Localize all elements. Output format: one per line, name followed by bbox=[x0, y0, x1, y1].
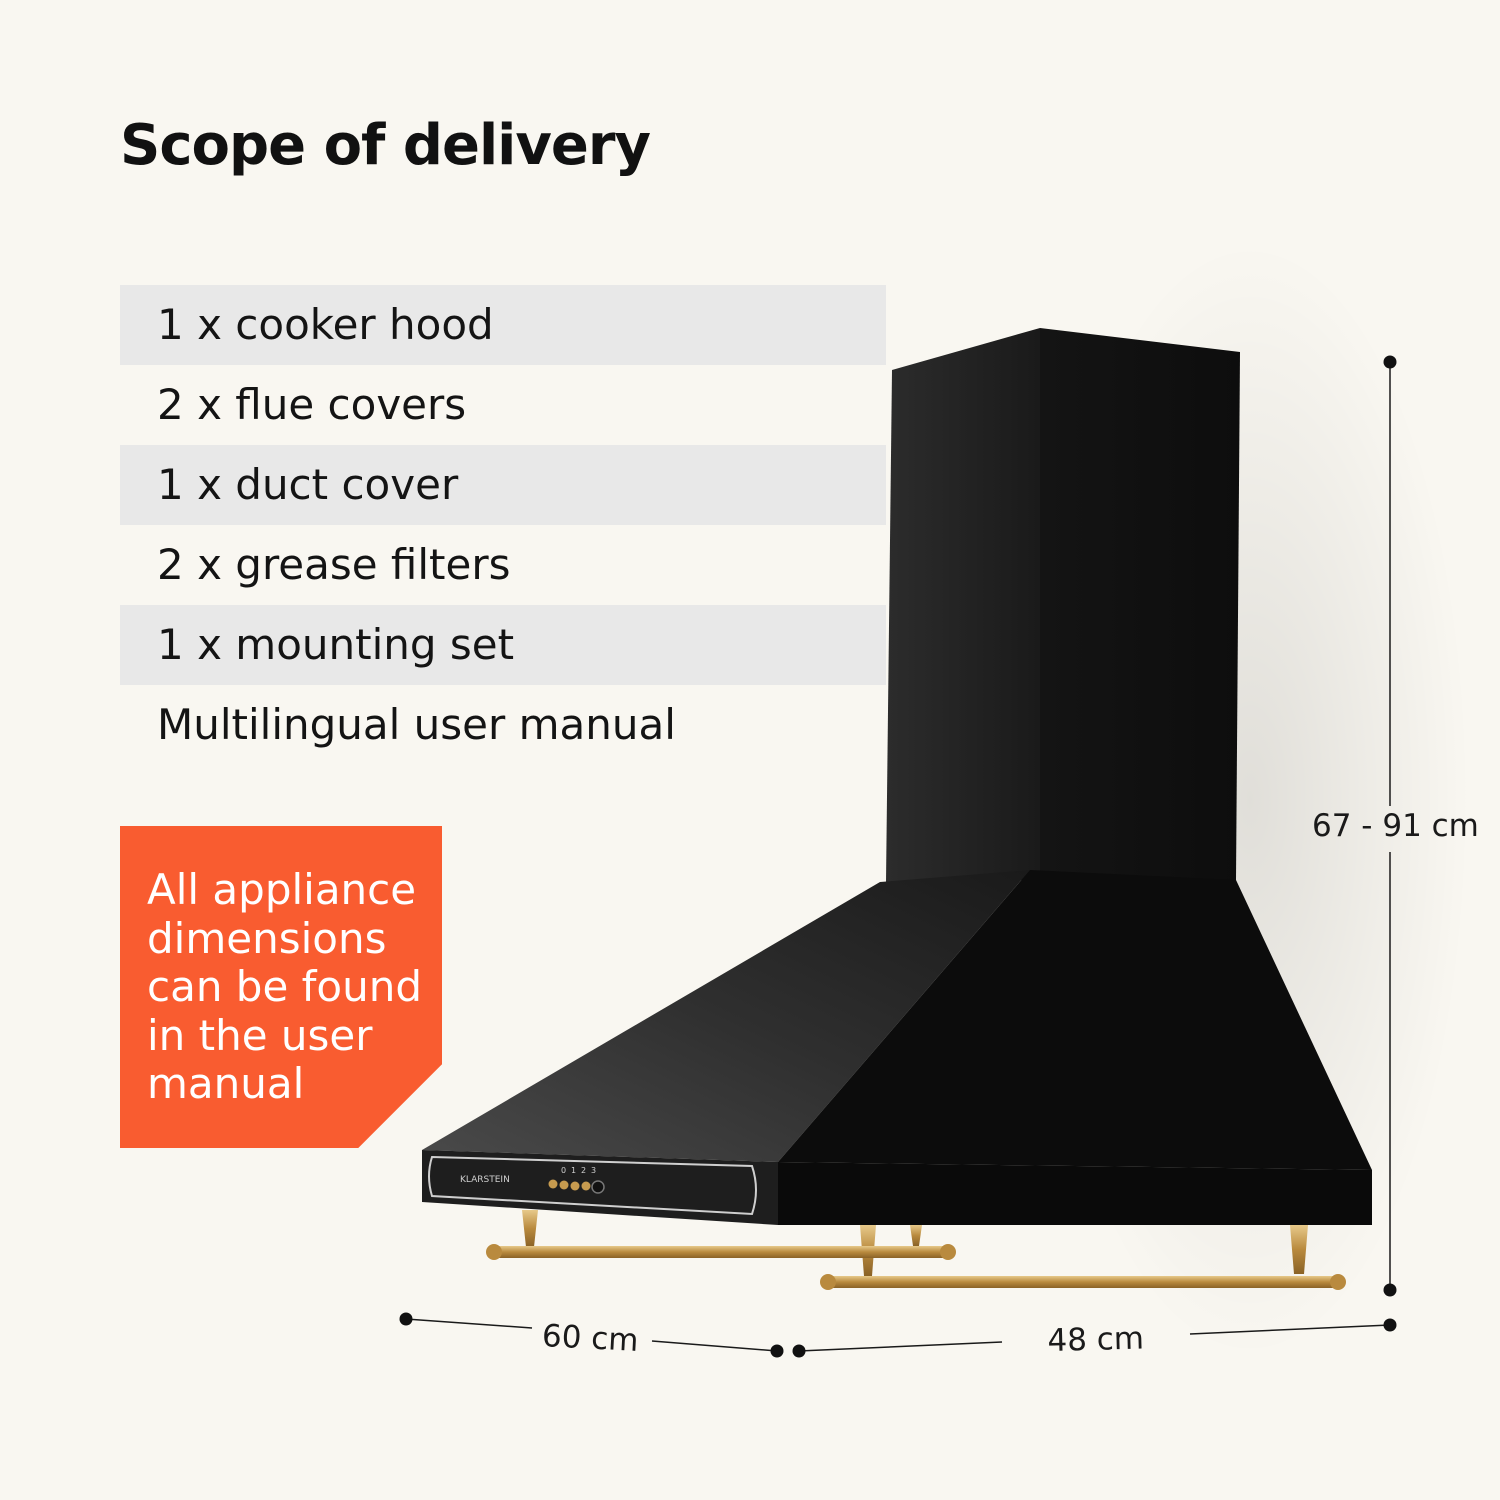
panel-label: 0 bbox=[561, 1166, 566, 1175]
knob-icon bbox=[559, 1180, 569, 1190]
width-dimension-label: 60 cm bbox=[541, 1318, 640, 1360]
dimension-dot bbox=[770, 1344, 784, 1358]
brand-logo: KLARSTEIN bbox=[460, 1175, 510, 1185]
depth-dimension-label: 48 cm bbox=[1047, 1320, 1145, 1359]
canopy-front-slope bbox=[778, 870, 1372, 1170]
panel-label: 3 bbox=[591, 1166, 596, 1175]
rail-front bbox=[826, 1276, 1338, 1288]
chimney bbox=[886, 328, 1240, 882]
delivery-list: 1 x cooker hood 2 x flue covers 1 x duct… bbox=[120, 285, 886, 765]
control-knobs bbox=[548, 1179, 605, 1194]
list-item: Multilingual user manual bbox=[157, 700, 676, 749]
panel-label: 1 bbox=[571, 1166, 576, 1175]
dimension-dot bbox=[792, 1344, 806, 1358]
brass-rails bbox=[486, 1210, 1346, 1290]
width-line-left bbox=[405, 1318, 533, 1329]
dimension-dot bbox=[1383, 1318, 1397, 1332]
list-item: 1 x mounting set bbox=[120, 605, 886, 685]
page-title: Scope of delivery bbox=[120, 113, 651, 178]
list-item: 2 x grease filters bbox=[157, 540, 511, 589]
panel-trim bbox=[428, 1155, 757, 1216]
panel-labels: 0 1 2 3 bbox=[561, 1166, 596, 1175]
chimney-front-face bbox=[886, 328, 1040, 882]
width-line-right bbox=[651, 1340, 778, 1352]
dimension-dot bbox=[1383, 355, 1397, 369]
chimney-side-face bbox=[1040, 328, 1240, 880]
knob-icon bbox=[581, 1181, 591, 1191]
canopy-left-slope bbox=[422, 870, 1030, 1162]
list-item: 1 x cooker hood bbox=[120, 285, 886, 365]
rail-end-cap bbox=[940, 1244, 956, 1260]
panel-label: 2 bbox=[581, 1166, 586, 1175]
knob-icon bbox=[548, 1179, 558, 1189]
list-item: 1 x duct cover bbox=[120, 445, 886, 525]
rail-end-cap bbox=[1330, 1274, 1346, 1290]
depth-line-right bbox=[1189, 1324, 1391, 1335]
rail-support bbox=[910, 1225, 922, 1246]
rail-left bbox=[494, 1246, 950, 1258]
knob-icon bbox=[570, 1181, 580, 1191]
dimension-lines bbox=[399, 355, 1397, 1358]
rail-support bbox=[522, 1210, 538, 1247]
rail-end-cap bbox=[486, 1244, 502, 1260]
dial-icon bbox=[591, 1180, 605, 1194]
rail-end-cap bbox=[820, 1274, 836, 1290]
dimension-dot bbox=[1383, 1283, 1397, 1297]
dimensions-note-text: All appliance dimensions can be found in… bbox=[147, 865, 423, 1108]
dimension-dot bbox=[399, 1312, 413, 1326]
depth-line-left bbox=[798, 1341, 1003, 1352]
canopy: KLARSTEIN 0 1 2 3 bbox=[422, 870, 1372, 1225]
height-dimension-label: 67 - 91 cm bbox=[1312, 808, 1479, 844]
dimensions-note-badge: All appliance dimensions can be found in… bbox=[120, 826, 442, 1148]
rail-support bbox=[1290, 1225, 1308, 1274]
list-item: 2 x flue covers bbox=[157, 380, 467, 429]
canopy-front-rim bbox=[778, 1162, 1372, 1225]
